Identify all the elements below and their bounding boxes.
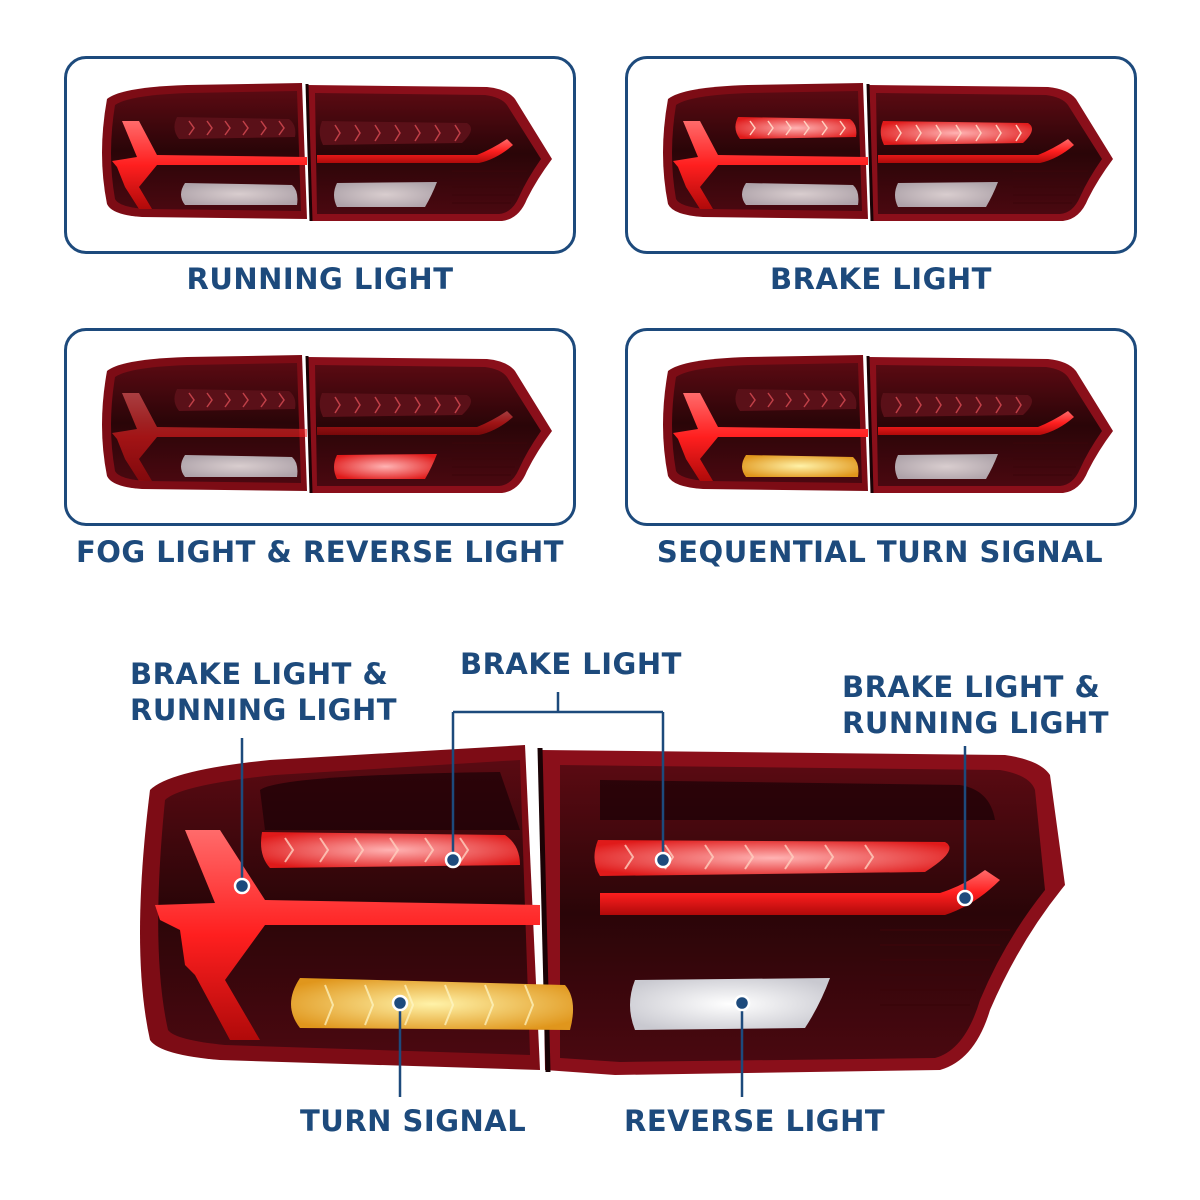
lower-left-led xyxy=(742,183,859,205)
panel-running-light xyxy=(64,56,576,254)
panel-fog-reverse-light xyxy=(64,328,576,526)
marker-dot xyxy=(233,877,251,895)
callout-line: RUNNING LIGHT xyxy=(842,706,1110,740)
callout-turn-signal: TURN SIGNAL xyxy=(300,1104,527,1138)
marker-dot xyxy=(733,994,751,1012)
panel-sequential-turn-signal xyxy=(625,328,1137,526)
lower-right-led xyxy=(334,454,437,479)
marker-dot xyxy=(654,851,672,869)
caption-fog-reverse-light: FOG LIGHT & REVERSE LIGHT xyxy=(75,535,565,569)
upper-right-led xyxy=(319,393,471,417)
y-running-strip xyxy=(112,393,307,481)
panel-brake-light xyxy=(625,56,1137,254)
upper-right-led xyxy=(880,393,1032,417)
callout-center-brake: BRAKE LIGHT xyxy=(460,647,682,681)
y-running-strip xyxy=(155,830,540,1040)
y-running-strip xyxy=(112,121,307,209)
callout-left-brake-running: BRAKE LIGHT & RUNNING LIGHT xyxy=(130,656,397,728)
left-brake-led xyxy=(261,832,520,868)
callout-right-brake-running: BRAKE LIGHT & RUNNING LIGHT xyxy=(842,669,1109,741)
marker-dot xyxy=(391,994,409,1012)
taillight-image-turn xyxy=(663,355,1113,494)
callout-line: BRAKE LIGHT & xyxy=(130,657,389,691)
lower-left-led xyxy=(181,183,298,205)
caption-running-light: RUNNING LIGHT xyxy=(186,262,454,296)
y-running-strip xyxy=(673,121,868,209)
taillight-image-brake xyxy=(663,83,1113,222)
lower-right-led xyxy=(334,182,437,207)
marker-dot xyxy=(956,889,974,907)
lower-left-led xyxy=(742,455,859,477)
caption-sequential-turn-signal: SEQUENTIAL TURN SIGNAL xyxy=(656,535,1104,569)
reverse-light-led xyxy=(630,978,830,1030)
upper-left-led xyxy=(174,117,296,139)
y-running-strip xyxy=(673,393,868,481)
taillight-image-fog xyxy=(102,355,552,494)
upper-left-led xyxy=(735,389,857,411)
right-brake-led xyxy=(594,840,950,876)
lower-right-led xyxy=(895,182,998,207)
upper-right-led xyxy=(880,121,1032,145)
upper-right-led xyxy=(319,121,471,145)
taillight-image-running xyxy=(102,83,552,222)
callout-line: RUNNING LIGHT xyxy=(130,693,398,727)
lower-right-led xyxy=(895,454,998,479)
caption-brake-light: BRAKE LIGHT xyxy=(770,262,992,296)
marker-dot xyxy=(444,851,462,869)
lower-left-led xyxy=(181,455,298,477)
turn-signal-led xyxy=(291,978,574,1030)
callout-line: BRAKE LIGHT & xyxy=(842,670,1101,704)
upper-left-led xyxy=(735,117,857,139)
upper-left-led xyxy=(174,389,296,411)
callout-reverse-light: REVERSE LIGHT xyxy=(624,1104,886,1138)
